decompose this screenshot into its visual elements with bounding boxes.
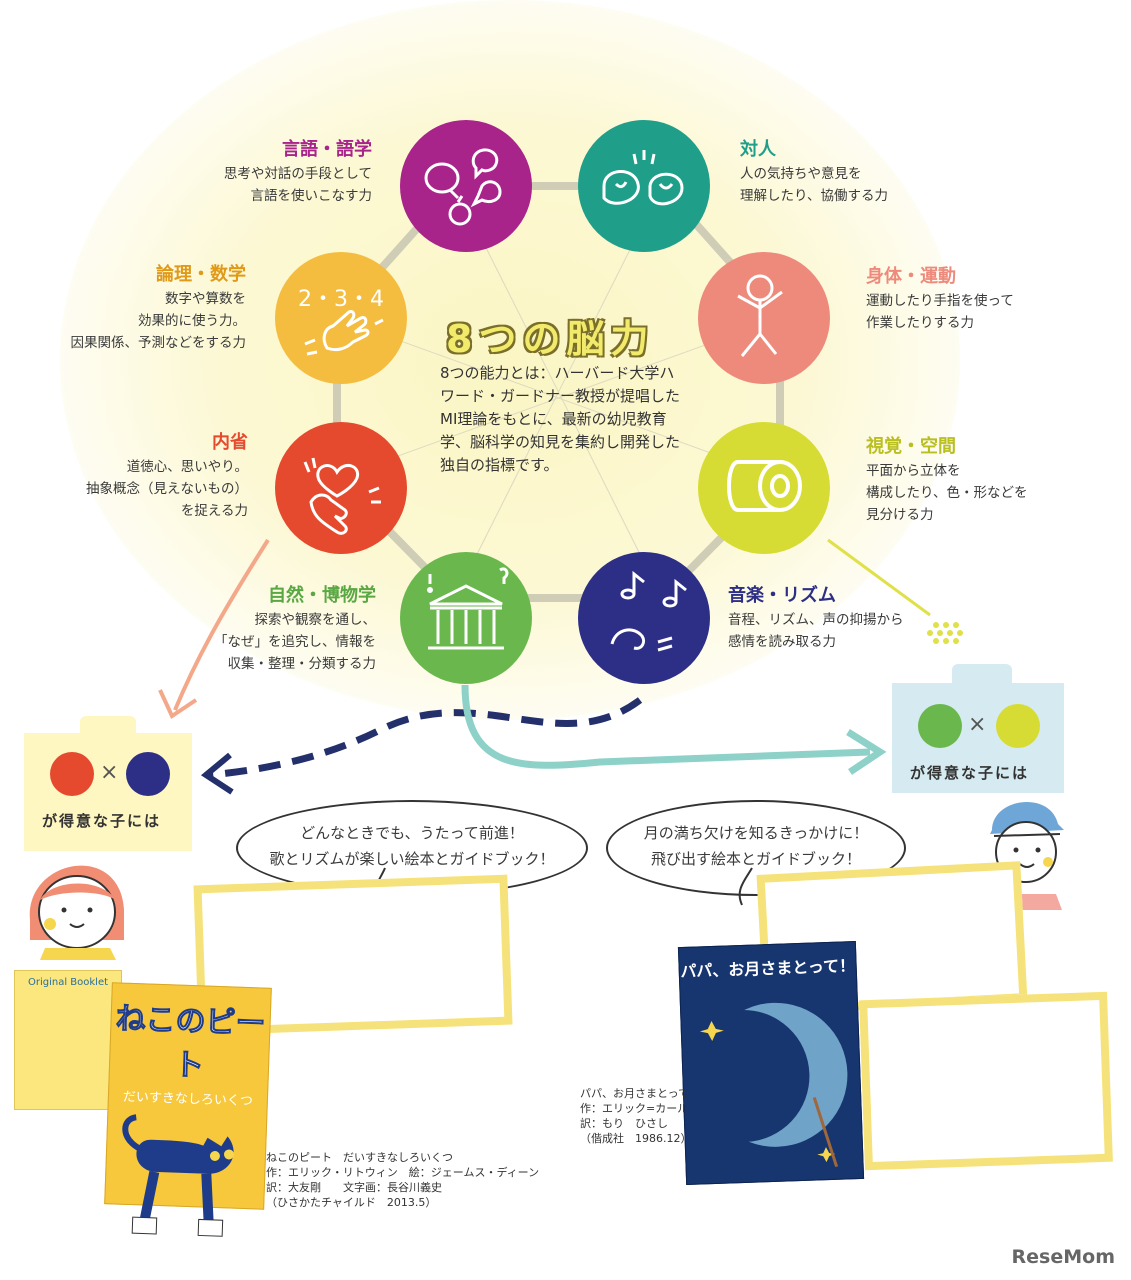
ability-desc-line: 言語を使いこなす力: [250, 188, 373, 204]
ability-circle-logic: 2・3・4: [275, 252, 407, 384]
counting-hand-icon: 2・3・4: [298, 287, 384, 356]
ability-circle-visual: [698, 422, 830, 554]
left-book-cover: ねこのピート だいすきなしろいくつ: [104, 982, 272, 1237]
caption-line: （ひさかたチャイルド 2013.5）: [266, 1196, 437, 1209]
moon-illustration: [677, 1002, 848, 1168]
caption-line: パパ、お月さまとって: [580, 1087, 690, 1100]
label-language: 言語・語学 思考や対話の手段として 言語を使いこなす力: [180, 137, 372, 207]
jumping-person-icon: [737, 274, 783, 357]
ability-desc-line: 「なぜ」を追究し、情報を: [214, 634, 376, 650]
bubble-line: どんなときでも、うたって前進！: [300, 824, 524, 842]
label-nature: 自然・博物学 探索や観察を通し、 「なぜ」を追究し、情報を 収集・整理・分類する…: [180, 583, 376, 675]
label-interpersonal: 対人 人の気持ちや意見を 理解したり、協働する力: [740, 137, 940, 207]
caption-line: ねこのピート だいすきなしろいくつ: [266, 1151, 453, 1164]
page-title: 8つの脳力: [446, 317, 655, 361]
ability-desc-line: 作業したりする力: [866, 315, 974, 331]
ability-desc-line: 思考や対話の手段として: [223, 166, 372, 182]
resemom-logo: ReseMom: [1011, 1246, 1115, 1268]
ability-title: 論理・数学: [156, 264, 246, 285]
label-music: 音楽・リズム 音程、リズム、声の抑揚から 感情を読み取る力: [728, 583, 948, 653]
right-guide-spread-bottom: [859, 991, 1113, 1171]
times-symbol: ×: [100, 760, 119, 785]
ability-title: 内省: [212, 432, 248, 453]
caption-line: 作：エリック・リトウィン 絵：ジェームス・ディーン: [266, 1166, 540, 1179]
right-book-cover: パパ、お月さまとって！: [677, 940, 865, 1186]
ability-desc-line: 構成したり、色・形などを: [866, 485, 1028, 501]
ability-desc-line: 見分ける力: [866, 507, 934, 523]
dashed-arrow: [209, 697, 643, 779]
book-title: ねこのピート: [115, 1001, 267, 1084]
ability-desc-line: 道徳心、思いやり。: [126, 459, 248, 475]
ability-title: 視覚・空間: [866, 436, 956, 457]
right-speech-bubble: 月の満ち欠けを知るきっかけに！ 飛び出す絵本とガイドブック！: [606, 800, 906, 896]
booklet-label: Original Booklet: [27, 977, 109, 988]
mini-museum-icon: [918, 704, 962, 748]
ability-desc-line: 探索や観察を通し、: [254, 612, 377, 628]
ability-desc-line: 平面から立体を: [866, 463, 961, 479]
museum-icon: [427, 567, 509, 650]
mini-hand-heart-icon: [50, 752, 94, 796]
mini-cylinder-icon: [996, 704, 1040, 748]
ability-desc-line: を捉える力: [180, 503, 248, 519]
ability-desc-line: 数字や算数を: [165, 291, 246, 307]
bubble-line: 歌とリズムが楽しい絵本とガイドブック！: [269, 850, 555, 868]
ability-title: 自然・博物学: [268, 585, 376, 606]
teal-arrow: [461, 684, 871, 769]
ability-title: 言語・語学: [282, 139, 372, 160]
icon-numbers: 2・3・4: [298, 287, 384, 312]
ability-circle-interpersonal: [578, 120, 710, 252]
two-faces-icon: [602, 150, 684, 206]
right-card-tab: [952, 664, 1012, 686]
right-good-text: が得意な子には: [910, 764, 1030, 782]
girl-illustration: [29, 865, 124, 960]
left-card-tab: [80, 716, 136, 738]
music-notes-icon: [610, 570, 687, 652]
ability-circle-music: [578, 552, 710, 684]
speech-bubbles-icon: [424, 148, 502, 226]
times-symbol: ×: [968, 712, 987, 737]
mini-music-notes-icon: [126, 752, 170, 796]
bubble-line: 月の満ち欠けを知るきっかけに！: [643, 824, 869, 842]
ability-desc-line: 収集・整理・分類する力: [227, 656, 377, 672]
ability-circle-language: [400, 120, 532, 252]
ability-title: 身体・運動: [866, 266, 956, 287]
yellow-line: [827, 538, 931, 617]
caption-line: 訳：大友剛 文字画：長谷川義史: [266, 1181, 442, 1194]
ability-desc-line: 人の気持ちや意見を: [740, 166, 862, 182]
ability-circle-body: [698, 252, 830, 384]
ability-circle-nature: [400, 552, 532, 684]
center-description: 8つの能力とは：ハーバード大学ハワード・ガードナー教授が提唱したMI理論をもとに…: [440, 364, 681, 474]
ability-desc-line: 感情を読み取る力: [728, 634, 836, 650]
left-booklet: Original Booklet: [14, 970, 122, 1110]
bubble-line: 飛び出す絵本とガイドブック！: [650, 850, 861, 868]
hand-heart-icon: [303, 457, 381, 535]
label-body: 身体・運動 運動したり手指を使って 作業したりする力: [866, 264, 1066, 334]
ability-desc-line: 運動したり手指を使って: [866, 293, 1014, 309]
ability-desc-line: 理解したり、協働する力: [740, 188, 888, 204]
label-intrapersonal: 内省 道徳心、思いやり。 抽象概念（見えないもの） を捉える力: [60, 430, 248, 522]
ability-desc-line: 抽象概念（見えないもの）: [86, 481, 248, 497]
book-subtitle: だいすきなしろいくつ: [122, 1089, 254, 1110]
ability-desc-line: 効果的に使う力。: [138, 313, 246, 329]
label-visual: 視覚・空間 平面から立体を 構成したり、色・形などを 見分ける力: [866, 434, 1066, 526]
left-card: [24, 733, 192, 851]
ability-desc-line: 因果関係、予測などをする力: [70, 335, 247, 351]
left-arrow: [173, 538, 270, 711]
right-book-caption: パパ、お月さまとって 作：エリック=カール 訳：もり ひさし （偕成社 1986…: [580, 1086, 692, 1146]
caption-line: （偕成社 1986.12）: [580, 1132, 692, 1145]
boy-illustration: [990, 801, 1064, 910]
ability-title: 音楽・リズム: [728, 585, 836, 606]
left-good-text: が得意な子には: [42, 812, 162, 830]
ability-title: 対人: [740, 139, 776, 160]
cylinder-icon: [727, 460, 802, 512]
ability-circle-intrapersonal: [275, 422, 407, 554]
caption-line: 訳：もり ひさし: [580, 1117, 668, 1130]
left-book-caption: ねこのピート だいすきなしろいくつ 作：エリック・リトウィン 絵：ジェームス・デ…: [266, 1150, 556, 1210]
caption-line: 作：エリック=カール: [580, 1102, 689, 1115]
cat-illustration: [122, 1114, 234, 1237]
ability-desc-line: 音程、リズム、声の抑揚から: [728, 612, 904, 628]
label-logic: 論理・数学 数字や算数を 効果的に使う力。 因果関係、予測などをする力: [40, 262, 247, 354]
